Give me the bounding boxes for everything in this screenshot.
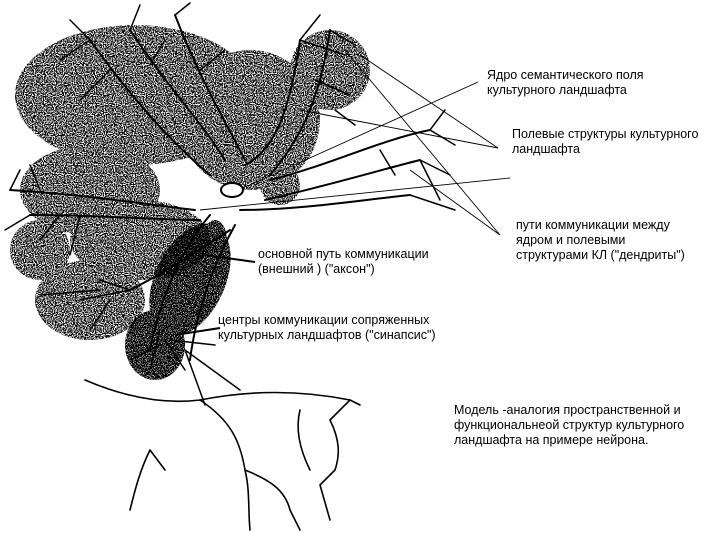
label-field-structures-line1: Полевые структуры культурного (512, 127, 698, 142)
label-synapse-line1: центры коммуникации сопряженных (218, 313, 436, 328)
label-nucleus-line1: Ядро семантического поля (487, 68, 644, 83)
label-dendrites: пути коммуникации между ядром и полевыми… (516, 218, 685, 263)
figure-caption-line2: функциональнеой структур культурного (454, 418, 684, 433)
label-field-structures: Полевые структуры культурного ландшафта (512, 127, 698, 157)
stipple-patch (10, 220, 70, 280)
stipple-patch (125, 310, 185, 380)
figure-caption-line1: Модель -аналогия пространственной и (454, 403, 684, 418)
label-field-structures-line2: ландшафта (512, 142, 698, 157)
label-dendrites-line3: структурами КЛ ("дендриты") (516, 248, 685, 263)
label-nucleus: Ядро семантического поля культурного лан… (487, 68, 644, 98)
leader-fields-2 (360, 55, 498, 148)
label-dendrites-line1: пути коммуникации между (516, 218, 685, 233)
label-axon-line2: (внешний ) ("аксон") (258, 262, 429, 277)
figure-caption: Модель -аналогия пространственной и функ… (454, 403, 684, 448)
nucleus-icon (221, 183, 243, 197)
nerve-network (85, 380, 360, 530)
label-dendrites-line2: ядром и полевыми (516, 233, 685, 248)
label-nucleus-line2: культурного ландшафта (487, 83, 644, 98)
label-axon: основной путь коммуникации (внешний ) ("… (258, 247, 429, 277)
label-synapse: центры коммуникации сопряженных культурн… (218, 313, 436, 343)
leader-dendrites-3 (410, 170, 500, 235)
label-synapse-line2: культурных ландшафтов ("синапсис") (218, 328, 436, 343)
figure-caption-line3: ландшафта на примере нейрона. (454, 433, 684, 448)
stipple-patch (290, 30, 370, 110)
label-axon-line1: основной путь коммуникации (258, 247, 429, 262)
leader-fields (300, 110, 498, 148)
leader-dendrites-2 (345, 50, 500, 235)
